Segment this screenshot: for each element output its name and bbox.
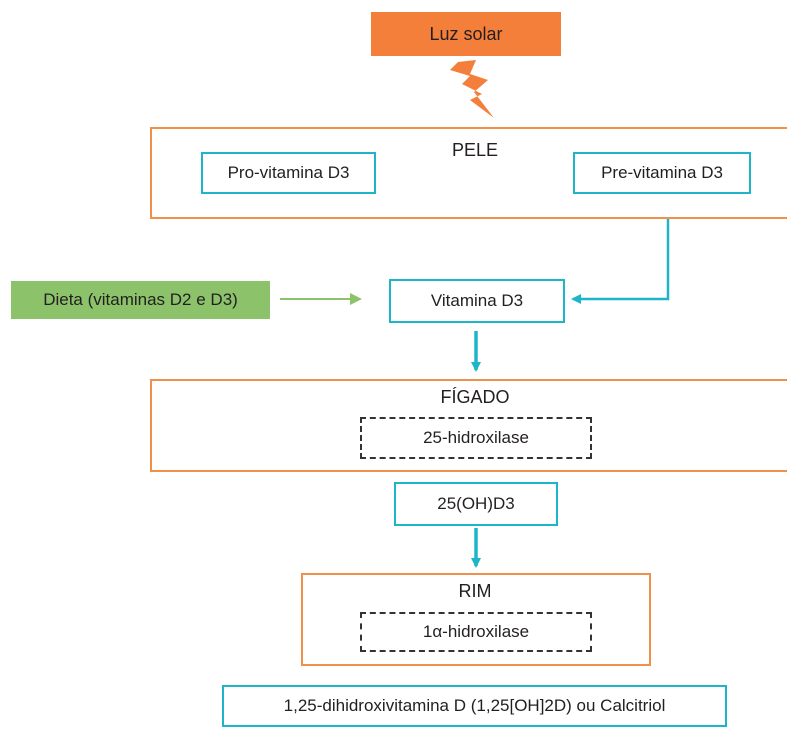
oh-d3-label: 25(OH)D3 [437,494,515,513]
kidney-enzyme-label: 1α-hidroxilase [422,622,530,641]
provitamin-label: Pro-vitamina D3 [227,163,350,182]
lightning-bolt-icon [450,60,494,118]
sunlight-box: Luz solar [371,12,561,56]
previtamin-label: Pre-vitamina D3 [601,163,723,182]
oh-d3-box: 25(OH)D3 [394,482,558,526]
liver-title: FÍGADO [420,384,530,410]
kidney-title: RIM [420,578,530,604]
liver-enzyme-label: 25-hidroxilase [423,428,529,447]
provitamin-box: Pro-vitamina D3 [201,152,376,194]
liver-enzyme-box: 25-hidroxilase [360,417,592,459]
previtamin-box: Pre-vitamina D3 [573,152,751,194]
sunlight-label: Luz solar [429,23,503,44]
liver-title-text: FÍGADO [440,386,510,407]
calcitriol-label: 1,25-dihidroxivitamina D (1,25[OH]2D) ou… [283,696,666,715]
skin-title: PELE [420,137,530,163]
diet-label: Dieta (vitaminas D2 e D3) [43,290,238,309]
vitamin-d3-box: Vitamina D3 [389,279,565,323]
kidney-title-text: RIM [458,580,492,601]
arrow-previtamin-to-vitamin-d3 [571,197,670,304]
diet-box: Dieta (vitaminas D2 e D3) [11,281,270,319]
vitamin-d3-label: Vitamina D3 [430,291,524,310]
skin-title-text: PELE [451,139,499,160]
calcitriol-box: 1,25-dihidroxivitamina D (1,25[OH]2D) ou… [222,685,727,727]
kidney-enzyme-box: 1α-hidroxilase [360,612,592,652]
